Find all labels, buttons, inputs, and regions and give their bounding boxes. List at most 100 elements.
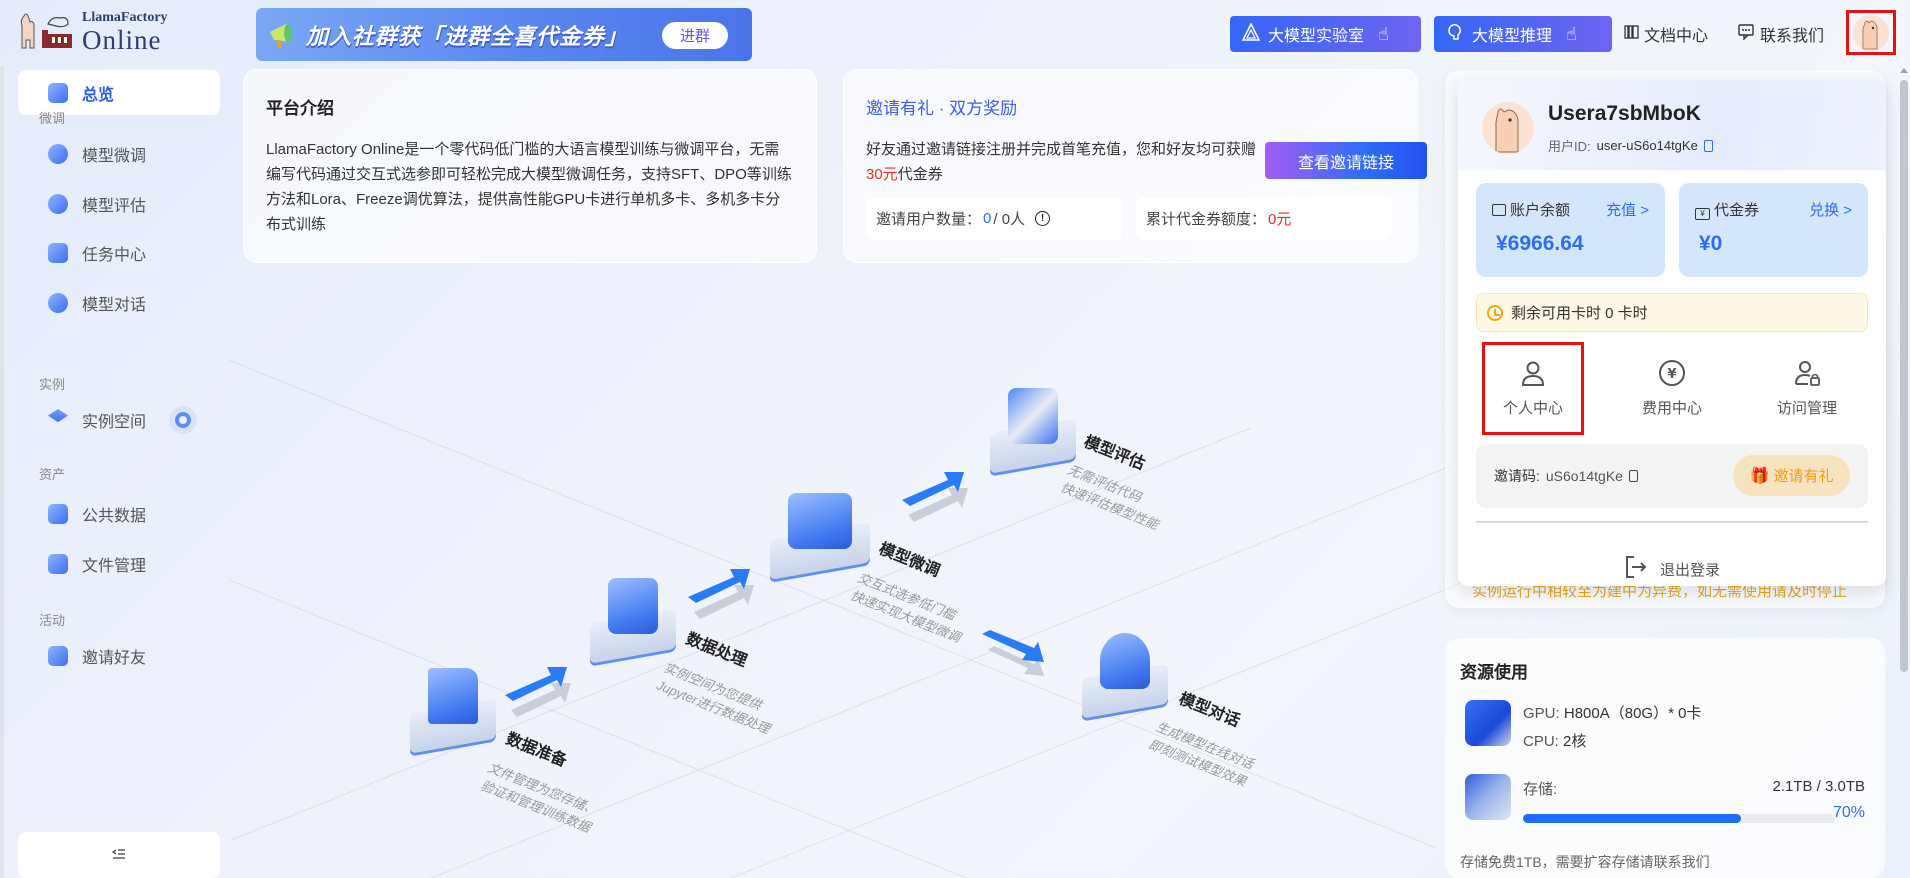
- storage-folder-icon: [1465, 774, 1511, 820]
- sidebar-item-file-management[interactable]: 文件管理: [48, 552, 146, 576]
- invite-description: 好友通过邀请链接注册并完成首笔充值，您和好友均可获赠 30元代金券: [866, 141, 1257, 183]
- brain-icon: [1446, 23, 1464, 46]
- nav-group-instance: 实例: [39, 377, 66, 392]
- view-invite-link-button[interactable]: 查看邀请链接: [1265, 142, 1427, 179]
- storage-value: 2.1TB / 3.0TB: [1772, 778, 1865, 795]
- gift-icon: [48, 646, 68, 666]
- code-hexagon-icon: [48, 144, 68, 164]
- stage-model-eval: [990, 380, 1076, 474]
- platform-intro-card: 平台介绍 LlamaFactory Online是一个零代码低门槛的大语言模型训…: [243, 69, 817, 263]
- avatar: [1482, 102, 1534, 154]
- user-icon: [1519, 359, 1547, 387]
- logo[interactable]: LlamaFactory Online: [18, 10, 168, 54]
- redeem-link[interactable]: 兑换 >: [1809, 202, 1852, 219]
- billing-center-button[interactable]: ¥ 费用中心: [1621, 342, 1723, 435]
- chat-icon: [1738, 23, 1756, 45]
- copy-icon[interactable]: [1703, 139, 1713, 152]
- folder-code-icon: [48, 504, 68, 524]
- access-management-button[interactable]: 访问管理: [1756, 342, 1858, 435]
- stage-model-finetune: [770, 485, 870, 580]
- status-ring-icon: [175, 412, 191, 428]
- instance-notice: 实例运行中相较至为建中为异费，如无需使用请及时停止: [1472, 586, 1848, 600]
- sidebar-item-model-chat[interactable]: 模型对话: [48, 291, 146, 315]
- info-icon[interactable]: !: [1035, 211, 1051, 226]
- sidebar-item-overview[interactable]: 总览: [18, 70, 220, 115]
- stage-desc: 生成模型在线对话即刻测试模型效果: [1146, 718, 1256, 790]
- flow-arrow-down-icon: [982, 630, 1052, 676]
- sidebar-item-model-eval[interactable]: 模型评估: [48, 192, 146, 216]
- logo-line1: LlamaFactory: [82, 9, 168, 25]
- cpu-info: CPU: 2核: [1523, 733, 1587, 750]
- community-banner[interactable]: 加入社群获「进群全喜代金券」 进群: [256, 8, 752, 61]
- voucher-value: ¥0: [1699, 232, 1723, 255]
- scroll-thumb[interactable]: [1900, 80, 1908, 672]
- voucher-total-value: 0元: [1268, 211, 1292, 228]
- grid-line: [229, 360, 1436, 848]
- sidebar-item-instance-space[interactable]: 实例空间: [48, 408, 146, 432]
- sidebar-item-label: 任务中心: [82, 247, 147, 264]
- voucher-label: ¥代金券: [1695, 199, 1759, 220]
- account-balance-card: 账户余额 充值 > ¥6966.64: [1476, 183, 1665, 277]
- model-inference-label: 大模型推理: [1472, 28, 1553, 45]
- file-icon: [48, 554, 68, 574]
- ticket-icon: ¥: [1695, 208, 1710, 220]
- reward-amount: 30元: [866, 166, 898, 183]
- avatar: [1853, 14, 1889, 51]
- collapse-sidebar-button[interactable]: [18, 832, 220, 878]
- sidebar-item-public-data[interactable]: 公共数据: [48, 502, 146, 526]
- svg-text:¥: ¥: [1667, 367, 1676, 382]
- sidebar-item-label: 模型评估: [82, 198, 147, 215]
- page-scrollbar[interactable]: [1898, 66, 1910, 878]
- personal-center-button[interactable]: 个人中心: [1482, 342, 1584, 435]
- tap-hand-icon: ☝: [1566, 23, 1577, 44]
- stage-title: 数据准备: [503, 730, 570, 771]
- join-group-button[interactable]: 进群: [662, 22, 728, 49]
- copy-icon[interactable]: [1628, 470, 1638, 482]
- user-id-value: user-uS6o14tgKe: [1596, 138, 1698, 153]
- tap-hand-icon: ☝: [1378, 23, 1389, 44]
- logout-button[interactable]: 退出登录: [1458, 555, 1886, 583]
- stage-desc: 文件管理为您存储、验证和管理训练数据: [478, 759, 600, 836]
- docs-link[interactable]: 文档中心: [1624, 22, 1708, 46]
- yen-circle-icon: ¥: [1658, 359, 1686, 387]
- user-dropdown-menu: Usera7sbMboK 用户ID: user-uS6o14tgKe 账户余额 …: [1458, 80, 1886, 586]
- sidebar: 总览 微调 模型微调 模型评估 任务中心 模型对话 实例 实例空间 资产 公共数…: [0, 66, 230, 878]
- model-inference-button[interactable]: 大模型推理 ☝: [1434, 16, 1612, 52]
- card-hours-notice: 剩余可用卡时 0 卡时: [1476, 293, 1868, 332]
- finetune-3d-icon: [770, 485, 870, 580]
- storage-progress-fill: [1523, 814, 1742, 823]
- stage-title: 数据处理: [683, 630, 750, 671]
- storage-percent: 70%: [1832, 804, 1865, 821]
- sidebar-item-label: 模型对话: [82, 297, 147, 314]
- clock-icon: [1487, 304, 1503, 321]
- sidebar-item-label: 模型微调: [82, 148, 147, 165]
- intro-body: LlamaFactory Online是一个零代码低门槛的大语言模型训练与微调平…: [266, 141, 792, 233]
- stage-data-prep: [410, 660, 496, 754]
- balance-label: 账户余额: [1492, 199, 1570, 220]
- banner-text: 加入社群获「进群全喜代金券」: [306, 23, 629, 49]
- invite-gift-button[interactable]: 🎁 邀请有礼: [1733, 455, 1850, 496]
- model-lab-button[interactable]: 大模型实验室 ☝: [1230, 16, 1421, 52]
- recharge-link[interactable]: 充值 >: [1606, 202, 1649, 219]
- balance-value: ¥6966.64: [1496, 232, 1584, 255]
- sidebar-item-task-center[interactable]: 任务中心: [48, 241, 146, 265]
- sidebar-item-label: 文件管理: [82, 558, 147, 575]
- triangle-logo-icon: [1241, 21, 1261, 46]
- storage-note: 存储免费1TB，需要扩容存储请联系我们: [1460, 854, 1710, 870]
- ai-head-3d-icon: [1082, 625, 1168, 719]
- voucher-card: ¥代金券 兑换 > ¥0: [1679, 183, 1868, 277]
- nav-group-finetune: 微调: [39, 111, 66, 126]
- user-avatar-button[interactable]: [1846, 10, 1896, 55]
- sidebar-item-label: 总览: [82, 86, 115, 104]
- sidebar-item-invite-friends[interactable]: 邀请好友: [48, 644, 146, 668]
- book-icon: [1624, 24, 1640, 45]
- sidebar-item-model-finetune[interactable]: 模型微调: [48, 142, 146, 166]
- scroll-up-arrow-icon[interactable]: [1900, 68, 1908, 73]
- invited-users-stat: 邀请用户数量： 0 / 0人 !: [866, 197, 1122, 240]
- divider: [1476, 521, 1868, 523]
- logo-line2: Online: [82, 24, 162, 55]
- contact-link[interactable]: 联系我们: [1738, 22, 1824, 46]
- contact-label: 联系我们: [1760, 28, 1825, 45]
- resource-usage-card: 资源使用 GPU: H800A（80G）* 0卡 CPU: 2核 存储: 2.1…: [1445, 638, 1885, 878]
- flow-arrow-icon: [505, 665, 575, 717]
